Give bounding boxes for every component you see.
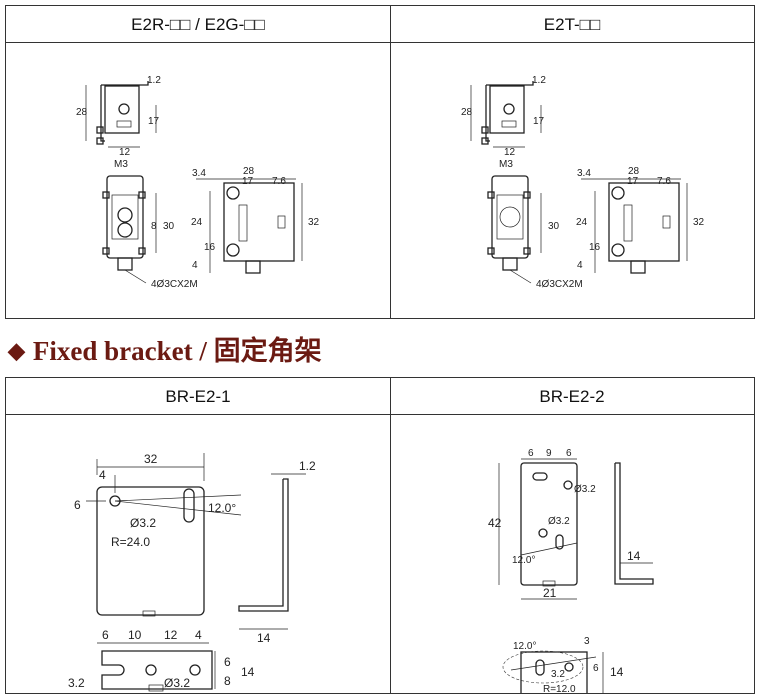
dim-cable: 4Ø3CX2M — [151, 279, 198, 290]
dim-28: 28 — [76, 107, 88, 118]
e2t-drawing-cell: 1.2 28 17 12 M3 30 4Ø3CX2M — [391, 43, 754, 318]
br2-hole-a: Ø3.2 — [574, 484, 596, 495]
br2-b-dim-14: 14 — [610, 665, 624, 679]
br1-r-dim-14: 14 — [241, 665, 255, 679]
br2-radius: R=12.0 — [543, 684, 576, 693]
dim-28-b: 28 — [243, 166, 255, 177]
br1-dim-4: 4 — [99, 468, 106, 482]
br1-dim-1-2: 1.2 — [299, 459, 316, 473]
e2t-dim-1-2: 1.2 — [532, 75, 546, 86]
dim-17-b: 17 — [242, 176, 254, 187]
br2-dim-42: 42 — [488, 516, 502, 530]
br2-dim-6a: 6 — [528, 448, 534, 459]
dim-30: 30 — [163, 221, 175, 232]
e2t-dim-24: 24 — [576, 217, 588, 228]
br1-hole: Ø3.2 — [130, 516, 156, 530]
e2t-dim-4: 4 — [577, 260, 583, 271]
br-e2-1-technical-drawing: 32 4 6 12.0° Ø3.2 R=24.0 1.2 14 6 10 12 … — [68, 452, 316, 692]
br1-b-dim-6: 6 — [102, 628, 109, 642]
dim-17: 17 — [148, 116, 160, 127]
br1-hole2: Ø3.2 — [164, 676, 190, 690]
br2-b-angle: 12.0° — [513, 641, 536, 652]
e2t-dim-16: 16 — [589, 242, 601, 253]
br2-dim-21: 21 — [543, 586, 557, 600]
br1-dim-3-2: 3.2 — [68, 676, 85, 690]
dim-32: 32 — [308, 217, 320, 228]
column-divider-bottom — [390, 378, 391, 693]
br2-b-dim-3-2: 3.2 — [551, 669, 565, 680]
br1-dim-14: 14 — [257, 631, 271, 645]
br2-dim-9: 9 — [546, 448, 552, 459]
dim-12: 12 — [119, 147, 131, 158]
header-br-e2-1: BR-E2-1 — [6, 378, 390, 415]
e2t-dim-30: 30 — [548, 221, 560, 232]
br2-dim-14: 14 — [627, 549, 641, 563]
br1-b-dim-12: 12 — [164, 628, 178, 642]
br2-b-dim-3: 3 — [584, 636, 590, 647]
column-divider — [390, 6, 391, 318]
e2t-dim-7-6: 7.6 — [657, 176, 671, 187]
br1-r-dim-8: 8 — [224, 674, 231, 688]
br1-dim-32: 32 — [144, 452, 158, 466]
e2t-dim-28: 28 — [461, 107, 473, 118]
br2-dim-6b: 6 — [566, 448, 572, 459]
dim-4: 4 — [192, 260, 198, 271]
dimensions-table: E2R-□□ / E2G-□□ E2T-□□ 1.2 28 17 12 M3 — [5, 5, 755, 319]
e2t-dim-cable: 4Ø3CX2M — [536, 279, 583, 290]
br1-b-dim-4: 4 — [195, 628, 202, 642]
dim-m3: M3 — [114, 159, 128, 170]
br1-angle: 12.0° — [208, 501, 236, 515]
e2t-dim-28-b: 28 — [628, 166, 640, 177]
br-e2-1-drawing-cell: 32 4 6 12.0° Ø3.2 R=24.0 1.2 14 6 10 12 … — [6, 415, 390, 693]
diamond-bullet-icon: ◆ — [8, 338, 25, 363]
e2t-dim-3-4: 3.4 — [577, 168, 591, 179]
br1-dim-6: 6 — [74, 498, 81, 512]
br2-hole-b: Ø3.2 — [548, 516, 570, 527]
br1-b-dim-10: 10 — [128, 628, 142, 642]
e2t-dim-m3: M3 — [499, 159, 513, 170]
header-br-e2-2: BR-E2-2 — [390, 378, 754, 415]
section-title-text: Fixed bracket / 固定角架 — [32, 336, 322, 366]
e2t-dim-17: 17 — [533, 116, 545, 127]
e2t-dim-12: 12 — [504, 147, 516, 158]
section-title: ◆ Fixed bracket / 固定角架 — [8, 333, 322, 369]
header-e2t: E2T-□□ — [390, 6, 754, 43]
br2-b-dim-6: 6 — [593, 663, 599, 674]
e2t-technical-drawing: 1.2 28 17 12 M3 30 4Ø3CX2M — [461, 75, 705, 290]
dim-3-4: 3.4 — [192, 168, 206, 179]
dim-24: 24 — [191, 217, 203, 228]
dim-8: 8 — [151, 221, 157, 232]
br-e2-2-drawing-cell: 6 9 6 42 Ø3.2 Ø3.2 12.0° 21 14 12.0° 3 — [391, 415, 754, 693]
br1-r-dim-6: 6 — [224, 655, 231, 669]
dim-7-6: 7.6 — [272, 176, 286, 187]
bracket-table: BR-E2-1 BR-E2-2 32 4 6 12.0° Ø3.2 R=24.0 — [5, 377, 755, 694]
dim-16: 16 — [204, 242, 216, 253]
e2r-e2g-technical-drawing: 1.2 28 17 12 M3 8 30 4Ø3CX2M — [76, 75, 320, 290]
header-e2r-e2g: E2R-□□ / E2G-□□ — [6, 6, 390, 43]
br2-angle: 12.0° — [512, 555, 535, 566]
br-e2-2-technical-drawing: 6 9 6 42 Ø3.2 Ø3.2 12.0° 21 14 12.0° 3 — [488, 448, 654, 693]
br1-radius: R=24.0 — [111, 535, 150, 549]
e2t-dim-32: 32 — [693, 217, 705, 228]
e2r-e2g-drawing-cell: 1.2 28 17 12 M3 8 30 4Ø3CX2M — [6, 43, 390, 318]
e2t-dim-17-b: 17 — [627, 176, 639, 187]
dim-1-2: 1.2 — [147, 75, 161, 86]
